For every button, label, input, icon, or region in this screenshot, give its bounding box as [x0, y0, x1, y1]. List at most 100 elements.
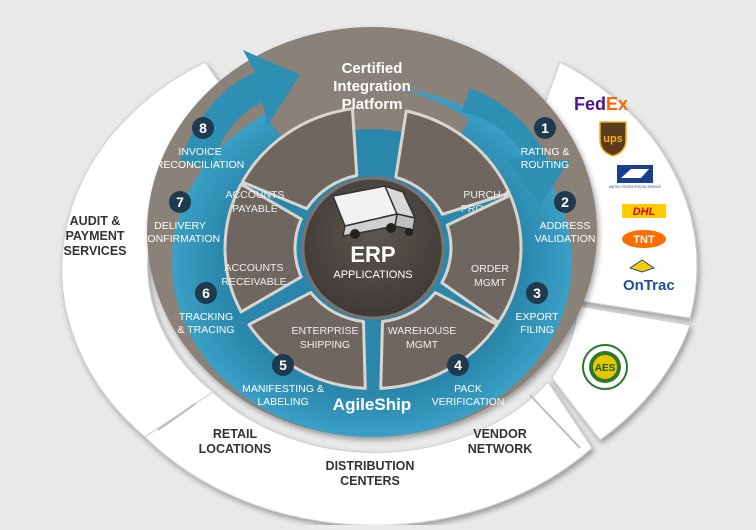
step-label-line: LABELING — [257, 396, 308, 408]
module-petal — [223, 182, 303, 314]
step-number: 3 — [533, 285, 541, 301]
step-badge — [526, 282, 548, 304]
module-petal — [247, 291, 367, 390]
module-label: ACCOUNTS RECEIVABLE — [221, 262, 286, 288]
aes-seal-logo: AES — [582, 344, 628, 390]
step-number: 2 — [561, 194, 569, 210]
ontrac-logo: OnTrac — [623, 259, 675, 294]
module-petal — [440, 193, 523, 325]
step-label-line: VERIFICATION — [432, 396, 505, 408]
step-badge — [195, 282, 217, 304]
step-label-line: & TRACING — [178, 324, 235, 336]
step-label-line: DELIVERY — [154, 220, 206, 232]
module-label-line: ACCOUNTS — [225, 262, 284, 274]
hub-subtitle: APPLICATIONS — [333, 269, 412, 281]
outer-section-label-line: SERVICES — [64, 244, 127, 258]
step-label-line: ADDRESS — [540, 220, 591, 232]
module-label-line: SHIPPING — [300, 339, 350, 351]
svg-text:UNITED STATES POSTAL SERVICE: UNITED STATES POSTAL SERVICE — [609, 185, 662, 189]
truck-icon — [331, 184, 417, 239]
step-label-line: TRACKING — [179, 311, 233, 323]
outer-ring — [61, 61, 698, 526]
fedex-fed: Fed — [574, 94, 606, 114]
outer-section-label-line: VENDOR — [473, 427, 526, 441]
fedex-logo: FedEx — [574, 94, 628, 114]
step-badge — [554, 191, 576, 213]
hub-title: ERP — [350, 242, 395, 267]
fedex-ex: Ex — [606, 94, 628, 114]
module-label-line: ACCOUNTS — [226, 189, 285, 201]
step-number: 5 — [279, 357, 287, 373]
module-label-line: MGMT — [406, 339, 439, 351]
step-label-line: MANIFESTING & — [242, 383, 324, 395]
outer-section-label-line: RETAIL — [213, 427, 258, 441]
svg-text:TNT: TNT — [633, 234, 655, 246]
outer-section-label-line: PAYMENT — [65, 229, 124, 243]
step-label-line: VALIDATION — [535, 233, 596, 245]
step-number: 6 — [202, 285, 210, 301]
platform-title-line: Integration — [333, 78, 411, 95]
outer-section-label-line: AUDIT & — [70, 214, 121, 228]
module-label-line: ORDER — [471, 263, 509, 275]
dhl-logo: DHL — [622, 204, 666, 218]
ups-logo: ups — [599, 121, 627, 157]
step-label-line: FILING — [520, 324, 554, 336]
step-label-line: RECONCILIATION — [156, 159, 244, 171]
step-label: RATING &ROUTING — [521, 146, 570, 171]
outer-segment-bottom — [144, 381, 593, 526]
platform-title-line: Platform — [342, 96, 403, 113]
step-badge — [192, 117, 214, 139]
module-petal — [240, 107, 359, 211]
module-label-line: RECEIVABLE — [221, 276, 286, 288]
svg-text:ups: ups — [603, 133, 623, 145]
svg-text:OnTrac: OnTrac — [623, 277, 675, 294]
module-petal — [379, 291, 499, 390]
usps-logo: UNITED STATES POSTAL SERVICE — [609, 165, 662, 189]
step-label: MANIFESTING &LABELING — [242, 383, 324, 408]
outer-section-label-line: NETWORK — [468, 442, 533, 456]
step-badge — [169, 191, 191, 213]
module-label-line: PURCH & — [463, 189, 510, 201]
agileship-brand: AgileShip — [333, 395, 411, 414]
module-label: WAREHOUSE MGMT — [388, 325, 456, 351]
step-label-line: ROUTING — [521, 159, 569, 171]
flow-arrow-right — [462, 88, 570, 205]
step-label-line: EXPORT — [516, 311, 560, 323]
module-label-line: MGMT — [474, 277, 507, 289]
step-badge — [447, 354, 469, 376]
step-label-line: CONFIRMATION — [140, 233, 220, 245]
step-badge — [272, 354, 294, 376]
step-number: 1 — [541, 120, 549, 136]
outer-section-label-line: CENTERS — [340, 474, 400, 488]
flow-arrow-left — [180, 50, 300, 170]
module-label-line: WAREHOUSE — [388, 325, 456, 337]
outer-section-label-line: LOCATIONS — [199, 442, 272, 456]
tnt-logo: TNT — [622, 230, 666, 248]
module-label: ORDER MGMT — [471, 263, 509, 289]
svg-text:AES: AES — [595, 363, 616, 374]
step-label-line: RATING & — [521, 146, 570, 158]
svg-text:FedEx: FedEx — [574, 94, 628, 114]
carrier-logos: FedEx ups UNITED STATES POSTAL SERVICE D… — [574, 94, 675, 294]
platform-title-line: Certified — [342, 60, 403, 77]
